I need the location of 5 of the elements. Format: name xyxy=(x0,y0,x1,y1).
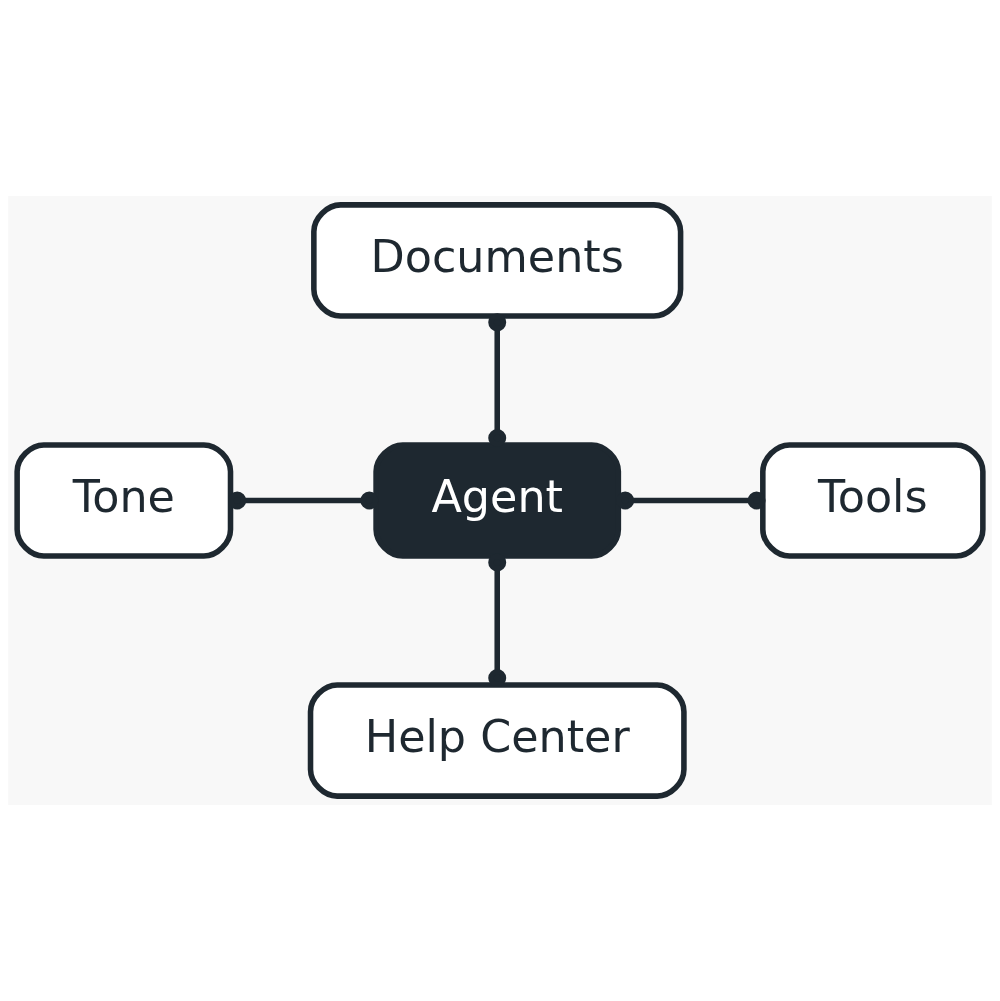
node-box: Tone xyxy=(14,442,234,559)
node-box: Tools xyxy=(760,442,986,559)
node-box: Documents xyxy=(311,202,684,319)
node-box: Help Center xyxy=(307,682,687,799)
node-box: Agent xyxy=(373,442,622,559)
